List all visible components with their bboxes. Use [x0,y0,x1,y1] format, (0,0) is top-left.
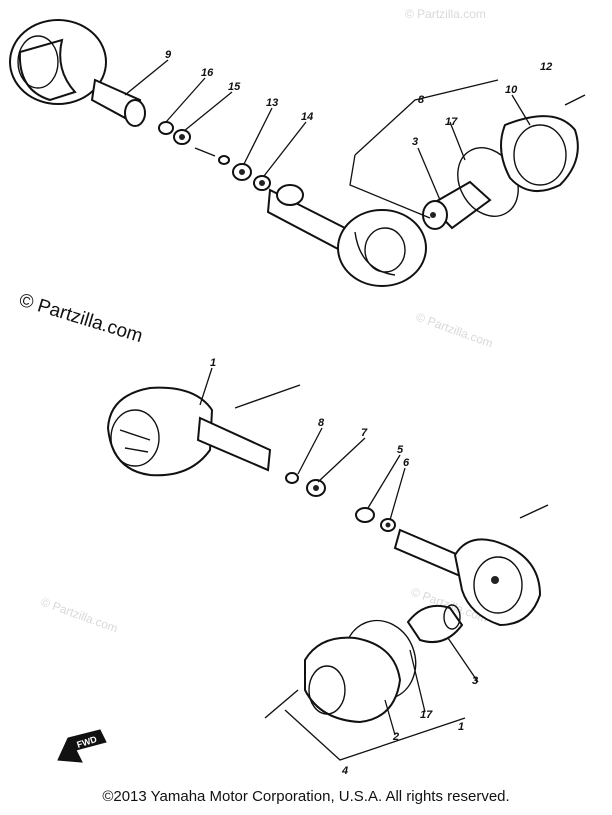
callout-8-lower: 8 [318,417,325,429]
lower-turn-signal-housing [393,528,542,627]
callout-2: 2 [392,731,399,743]
callout-13: 13 [266,97,278,109]
upper-turn-signal-right [266,184,427,287]
forward-arrow-icon: FWD [57,729,107,763]
watermark-faint: © Partzilla.com [414,310,495,351]
callout-15: 15 [228,81,241,93]
callout-4: 4 [341,765,348,777]
callout-labels: 9 16 15 13 14 8 17 3 10 12 1 8 7 5 6 3 1… [165,49,552,777]
watermark-main: © Partzilla.com [17,290,146,348]
callout-10: 10 [505,84,518,96]
callout-7: 7 [361,427,368,439]
callout-17: 17 [445,116,458,128]
watermark-faint: © Partzilla.com [405,7,486,21]
callout-1: 1 [210,357,216,369]
upper-small-parts [158,121,271,191]
callout-9: 9 [165,49,172,61]
callout-5: 5 [397,444,404,456]
copyright-notice: ©2013 Yamaha Motor Corporation, U.S.A. A… [102,788,510,805]
callout-16: 16 [201,67,214,79]
upper-bulb-socket-assembly [422,94,586,230]
lower-small-parts [355,504,549,532]
lower-lens-assembly [264,619,417,724]
callout-12: 12 [540,61,552,73]
callout-8: 8 [418,94,425,106]
leader-lines [124,59,531,761]
callout-17-lower: 17 [420,709,433,721]
callout-3: 3 [412,136,418,148]
callout-6: 6 [403,457,410,469]
callout-3-lower: 3 [472,675,478,687]
callout-14: 14 [301,111,313,123]
watermark-faint: © Partzilla.com [39,595,120,636]
upper-turn-signal-left [9,19,146,127]
callout-1-lower: 1 [458,721,464,733]
lower-bulb [406,604,464,644]
lower-turn-signal-left [106,384,326,497]
